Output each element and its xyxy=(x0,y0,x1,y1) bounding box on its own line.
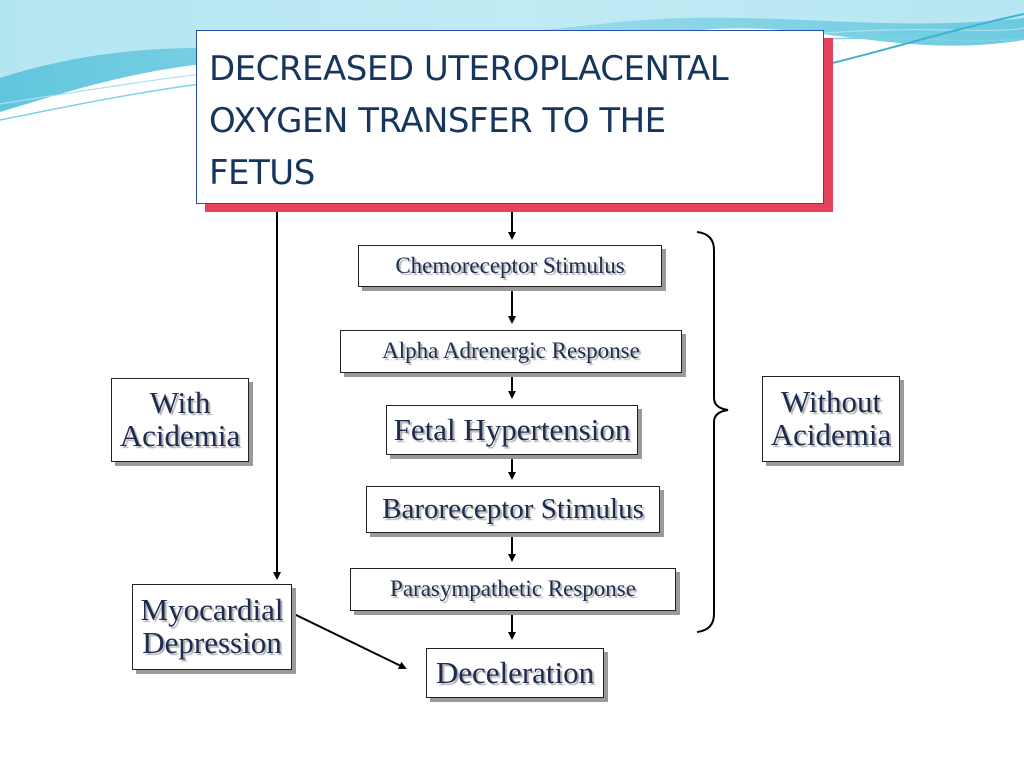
myocardial-depression-line-2: Depression xyxy=(142,625,282,660)
arrow-myocardial-to-deceleration xyxy=(293,613,407,669)
with-acidemia-box: With Acidemia xyxy=(111,378,249,462)
right-brace xyxy=(696,231,729,633)
title-line-1: DECREASED UTEROPLACENTAL xyxy=(209,49,729,89)
without-acidemia-line-1: Without xyxy=(780,384,882,420)
without-acidemia-line-2: Acidemia xyxy=(770,417,892,452)
with-acidemia-line-2: Acidemia xyxy=(119,418,241,453)
baroreceptor-stimulus-label: Baroreceptor Stimulus xyxy=(382,493,644,526)
baroreceptor-stimulus-box: Baroreceptor Stimulus xyxy=(366,486,660,533)
parasympathetic-response-box: Parasympathetic Response xyxy=(350,568,676,611)
with-acidemia-line-1: With xyxy=(149,385,211,421)
fetal-hypertension-label: Fetal Hypertension xyxy=(393,411,631,447)
deceleration-box: Deceleration xyxy=(426,648,604,698)
myocardial-depression-box: Myocardial Depression xyxy=(132,584,292,670)
without-acidemia-box: Without Acidemia xyxy=(762,376,900,462)
alpha-adrenergic-response-box: Alpha Adrenergic Response xyxy=(340,330,682,373)
chemoreceptor-stimulus-box: Chemoreceptor Stimulus xyxy=(358,245,662,287)
myocardial-depression-line-1: Myocardial xyxy=(140,592,284,628)
wave-band-light xyxy=(0,0,1024,78)
title-line-2: OXYGEN TRANSFER TO THE xyxy=(209,101,666,141)
title-line-3: FETUS xyxy=(209,153,315,193)
deceleration-label: Deceleration xyxy=(435,654,595,690)
wave-line-3 xyxy=(819,13,1024,67)
title-box: DECREASED UTEROPLACENTAL OXYGEN TRANSFER… xyxy=(196,30,824,204)
chemoreceptor-stimulus-label: Chemoreceptor Stimulus xyxy=(395,252,625,278)
alpha-adrenergic-response-label: Alpha Adrenergic Response xyxy=(382,338,640,364)
parasympathetic-response-label: Parasympathetic Response xyxy=(390,576,636,602)
fetal-hypertension-box: Fetal Hypertension xyxy=(386,405,638,455)
